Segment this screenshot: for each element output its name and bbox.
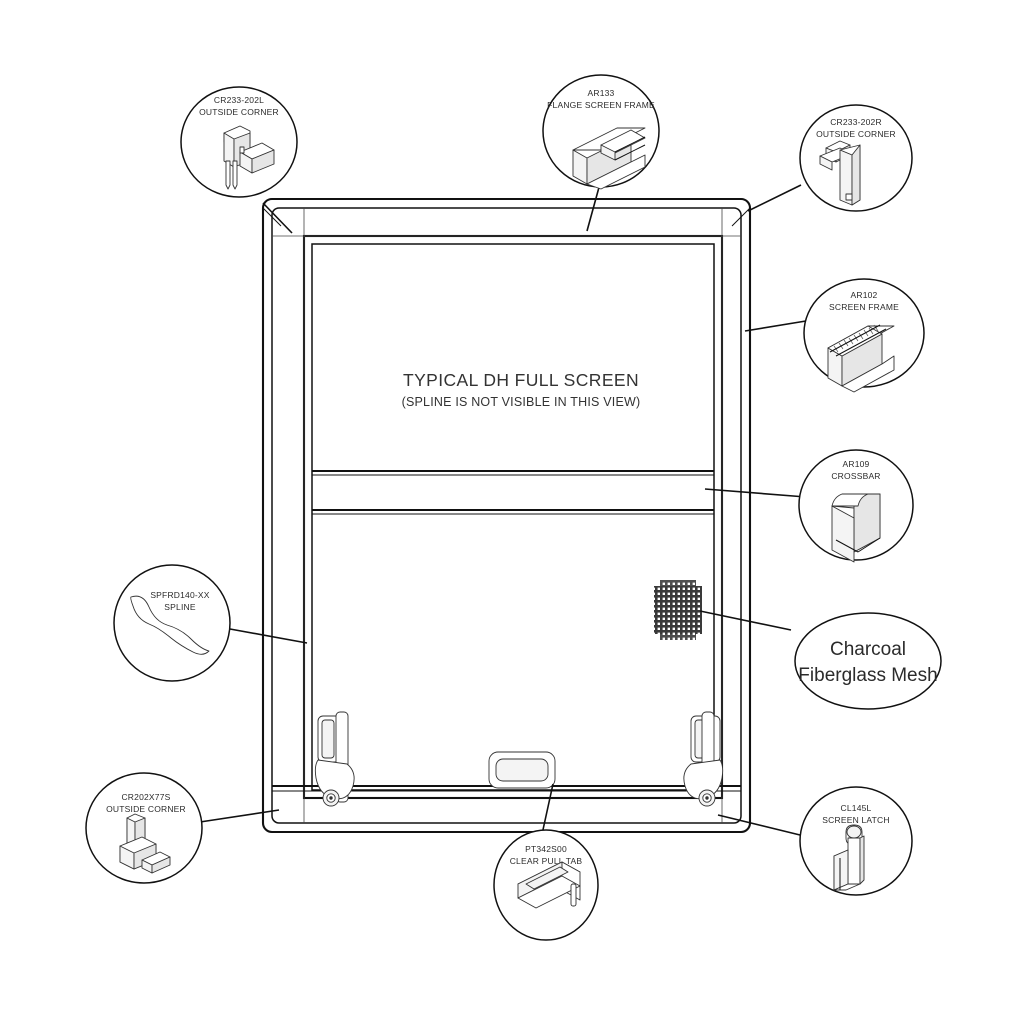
screen-assembly-main-view — [261, 197, 752, 834]
flange-frame-outer — [261, 197, 752, 834]
callout-label: OUTSIDE CORNER — [199, 107, 279, 117]
callout-part-number: AR109 — [843, 459, 870, 469]
callout-label: OUTSIDE CORNER — [106, 804, 186, 814]
callout-label: SCREEN LATCH — [822, 815, 889, 825]
leader-ar109 — [704, 488, 807, 498]
screen-frame-inner — [311, 243, 715, 791]
callout-cr202x77s[interactable]: CR202X77S OUTSIDE CORNER — [85, 772, 203, 884]
callout-part-number: CR202X77S — [121, 792, 170, 802]
spline-illustration — [130, 595, 210, 655]
callout-cr233-202l[interactable]: CR233-202L OUTSIDE CORNER — [180, 86, 298, 198]
callout-part-number: AR102 — [851, 290, 878, 300]
callout-cl145l[interactable]: CL145L SCREEN LATCH — [799, 786, 913, 896]
screen-frame-outer — [302, 234, 724, 800]
page-title: TYPICAL DH FULL SCREEN — [403, 370, 639, 390]
callout-spfrd140[interactable]: SPFRD140-XX SPLINE — [113, 564, 231, 682]
screen-latch-illustration — [833, 824, 865, 891]
clear-pull-tab-illustration — [517, 861, 581, 909]
outside-corner-bottom-left-illustration — [119, 813, 171, 874]
callout-part-number: AR133 — [588, 88, 615, 98]
callout-label: OUTSIDE CORNER — [816, 129, 896, 139]
callout-pt342s00[interactable]: PT342S00 CLEAR PULL TAB — [493, 829, 599, 941]
callout-cr233-202r[interactable]: CR233-202R OUTSIDE CORNER — [799, 104, 913, 212]
callout-part-number: PT342S00 — [525, 844, 567, 854]
callout-ar109[interactable]: AR109 CROSSBAR — [798, 449, 914, 563]
leader-ar102 — [744, 319, 813, 332]
leader-lines — [199, 179, 813, 849]
leader-spline — [229, 628, 308, 644]
leader-cr233-202l — [262, 202, 293, 234]
screen-latch-right — [683, 711, 724, 807]
callout-charcoal-mesh[interactable]: Charcoal Fiberglass Mesh — [794, 612, 942, 710]
callout-label: SCREEN FRAME — [829, 302, 899, 312]
screen-latch-left — [314, 711, 355, 807]
callout-label: SPLINE — [164, 602, 196, 612]
callout-ar102[interactable]: AR102 SCREEN FRAME — [803, 278, 925, 393]
callout-part-number: SPFRD140-XX — [150, 590, 209, 600]
flange-screen-frame-illustration — [572, 127, 646, 190]
callout-ar133[interactable]: AR133 FLANGE SCREEN FRAME — [542, 74, 660, 190]
callout-part-number: CR233-202L — [214, 95, 264, 105]
drawing-title-block: TYPICAL DH FULL SCREEN (SPLINE IS NOT VI… — [402, 370, 641, 409]
page-subtitle: (SPLINE IS NOT VISIBLE IN THIS VIEW) — [402, 395, 641, 409]
clear-pull-tab-on-screen — [488, 751, 556, 789]
crossbar-illustration — [831, 493, 881, 563]
outside-corner-left-illustration — [223, 125, 275, 190]
leader-cl145l — [717, 814, 801, 836]
callout-label: CROSSBAR — [831, 471, 880, 481]
corner-miter-top-right — [731, 207, 751, 227]
callout-label: CLEAR PULL TAB — [510, 856, 583, 866]
callout-part-number: CR233-202R — [830, 117, 882, 127]
screen-frame-illustration — [827, 324, 895, 393]
outside-corner-right-illustration — [819, 140, 861, 206]
mesh-swatch — [654, 580, 702, 640]
corner-miter-top-left — [262, 207, 282, 227]
leader-mesh — [699, 610, 792, 631]
mesh-callout-line1: Charcoal — [830, 639, 906, 660]
callout-part-number: CL145L — [841, 803, 872, 813]
leader-cr233-202r — [747, 184, 802, 212]
callout-label: FLANGE SCREEN FRAME — [547, 100, 655, 110]
mesh-callout-line2: Fiberglass Mesh — [798, 665, 937, 686]
leader-cr202x77s — [199, 809, 280, 823]
flange-frame-inner-edge — [271, 207, 742, 824]
